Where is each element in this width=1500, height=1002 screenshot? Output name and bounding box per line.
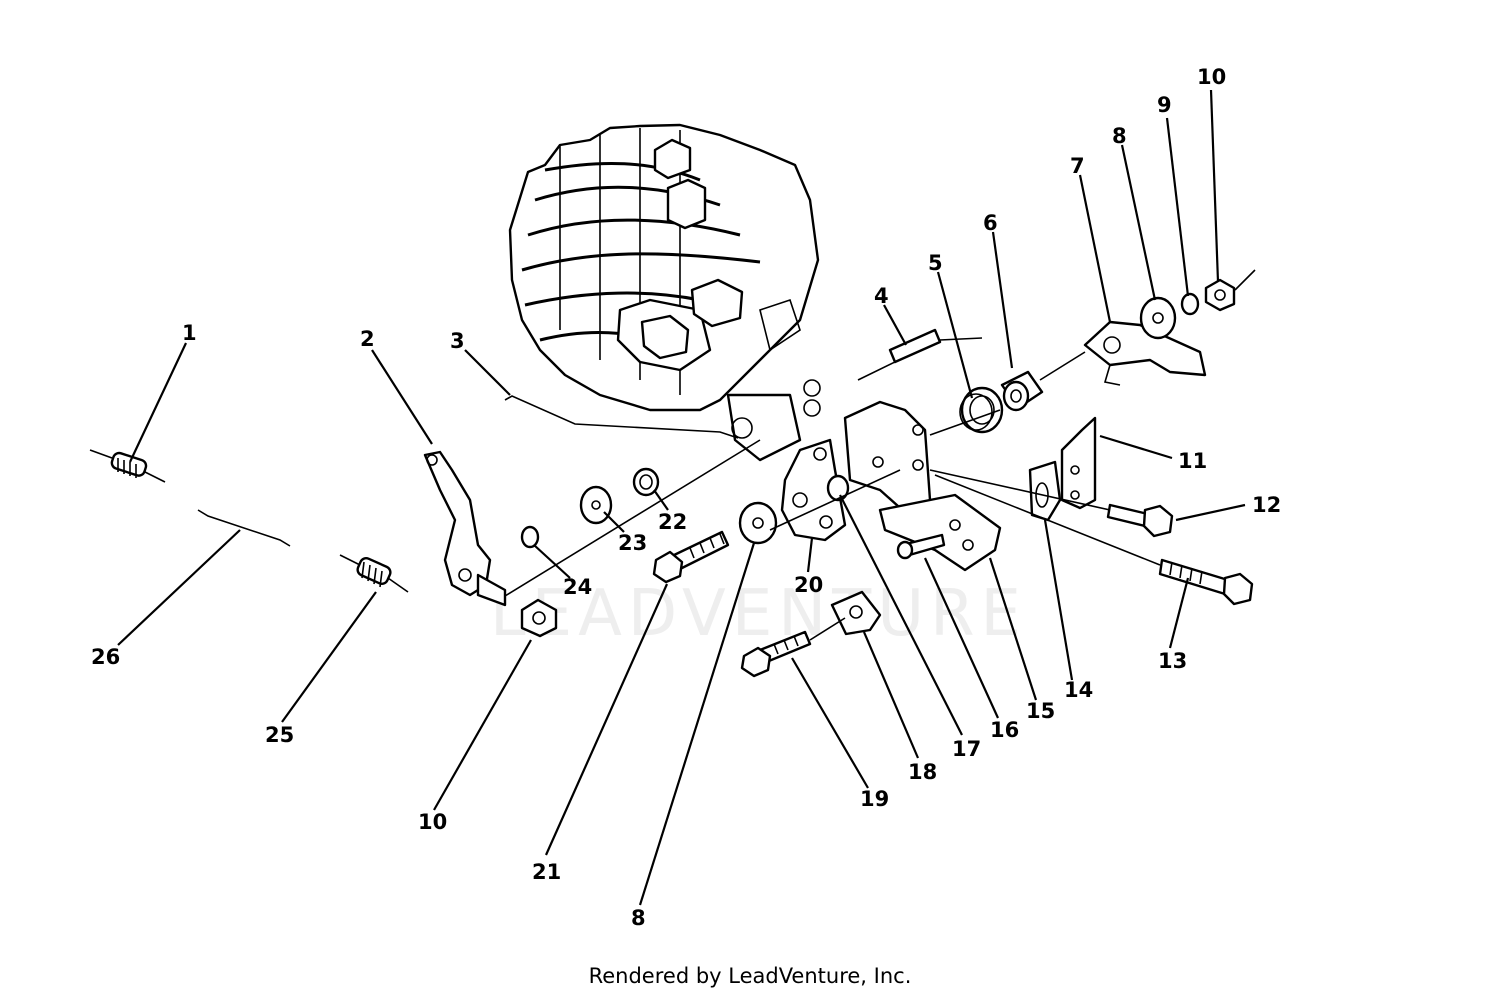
callout-12: 12	[1252, 493, 1281, 517]
callout-19: 19	[860, 787, 889, 811]
part-15-plate	[878, 493, 1002, 572]
part-4-rod	[857, 328, 983, 381]
part-11-bracket	[1060, 416, 1097, 510]
part-8-washer-lower	[738, 501, 778, 545]
governor-plate	[843, 400, 932, 517]
callout-10-lower: 10	[418, 810, 447, 834]
callout-25: 25	[265, 723, 294, 747]
callout-8-upper: 8	[1112, 124, 1127, 148]
part-3-wire	[504, 395, 739, 439]
callout-7: 7	[1070, 154, 1085, 178]
leader-lines	[117, 89, 1246, 906]
callout-10-upper: 10	[1197, 65, 1226, 89]
part-18-clip	[830, 590, 882, 636]
part-22-bushing	[632, 467, 660, 497]
callout-22: 22	[658, 510, 687, 534]
callout-20: 20	[794, 573, 823, 597]
callout-26: 26	[91, 645, 120, 669]
callout-17: 17	[952, 737, 981, 761]
callout-23: 23	[618, 531, 647, 555]
part-23-washer	[579, 485, 613, 525]
part-21-bolt	[652, 530, 730, 584]
part-20-bracket	[780, 438, 847, 542]
part-10-nut-upper	[1204, 278, 1236, 312]
callout-15: 15	[1026, 699, 1055, 723]
part-19-bolt	[740, 630, 812, 678]
part-16-pin	[896, 533, 946, 560]
callout-6: 6	[983, 211, 998, 235]
part-9-lockwasher	[1180, 292, 1200, 316]
part-17-shaft	[826, 474, 850, 502]
part-8-washer-upper	[1139, 296, 1177, 340]
part-5-spring	[959, 386, 1004, 434]
callout-2: 2	[360, 327, 375, 351]
callout-9: 9	[1157, 93, 1172, 117]
callout-5: 5	[928, 251, 943, 275]
part-6-bushing	[1000, 370, 1044, 412]
callout-16: 16	[990, 718, 1019, 742]
callout-18: 18	[908, 760, 937, 784]
part-10-nut-left	[520, 598, 558, 638]
part-1-spring	[89, 449, 166, 483]
footer-credit: Rendered by LeadVenture, Inc.	[588, 964, 912, 988]
callout-13: 13	[1158, 649, 1187, 673]
part-24-washer	[520, 525, 540, 549]
part-7-arm	[1083, 320, 1207, 386]
callout-11: 11	[1178, 449, 1207, 473]
callout-4: 4	[874, 284, 889, 308]
part-26-rod	[197, 509, 291, 547]
callout-24: 24	[563, 575, 592, 599]
part-13-bolt	[1158, 558, 1254, 606]
callout-8-lower: 8	[631, 906, 646, 930]
assembly-axes	[504, 269, 1256, 641]
part-14-clip	[1028, 460, 1062, 522]
watermark-text: LEADVENTURE	[490, 577, 1027, 651]
callout-14: 14	[1064, 678, 1093, 702]
callout-1: 1	[182, 321, 197, 345]
callout-labels: 1 2 3 4 5 6 7 8 9 10 11 12 13 14 15 16 1…	[91, 65, 1281, 930]
callout-21: 21	[532, 860, 561, 884]
engine-block	[508, 123, 821, 462]
part-12-bolt	[1106, 503, 1174, 538]
part-25-spring	[339, 554, 409, 593]
part-2-lever	[423, 450, 507, 607]
callout-3: 3	[450, 329, 465, 353]
